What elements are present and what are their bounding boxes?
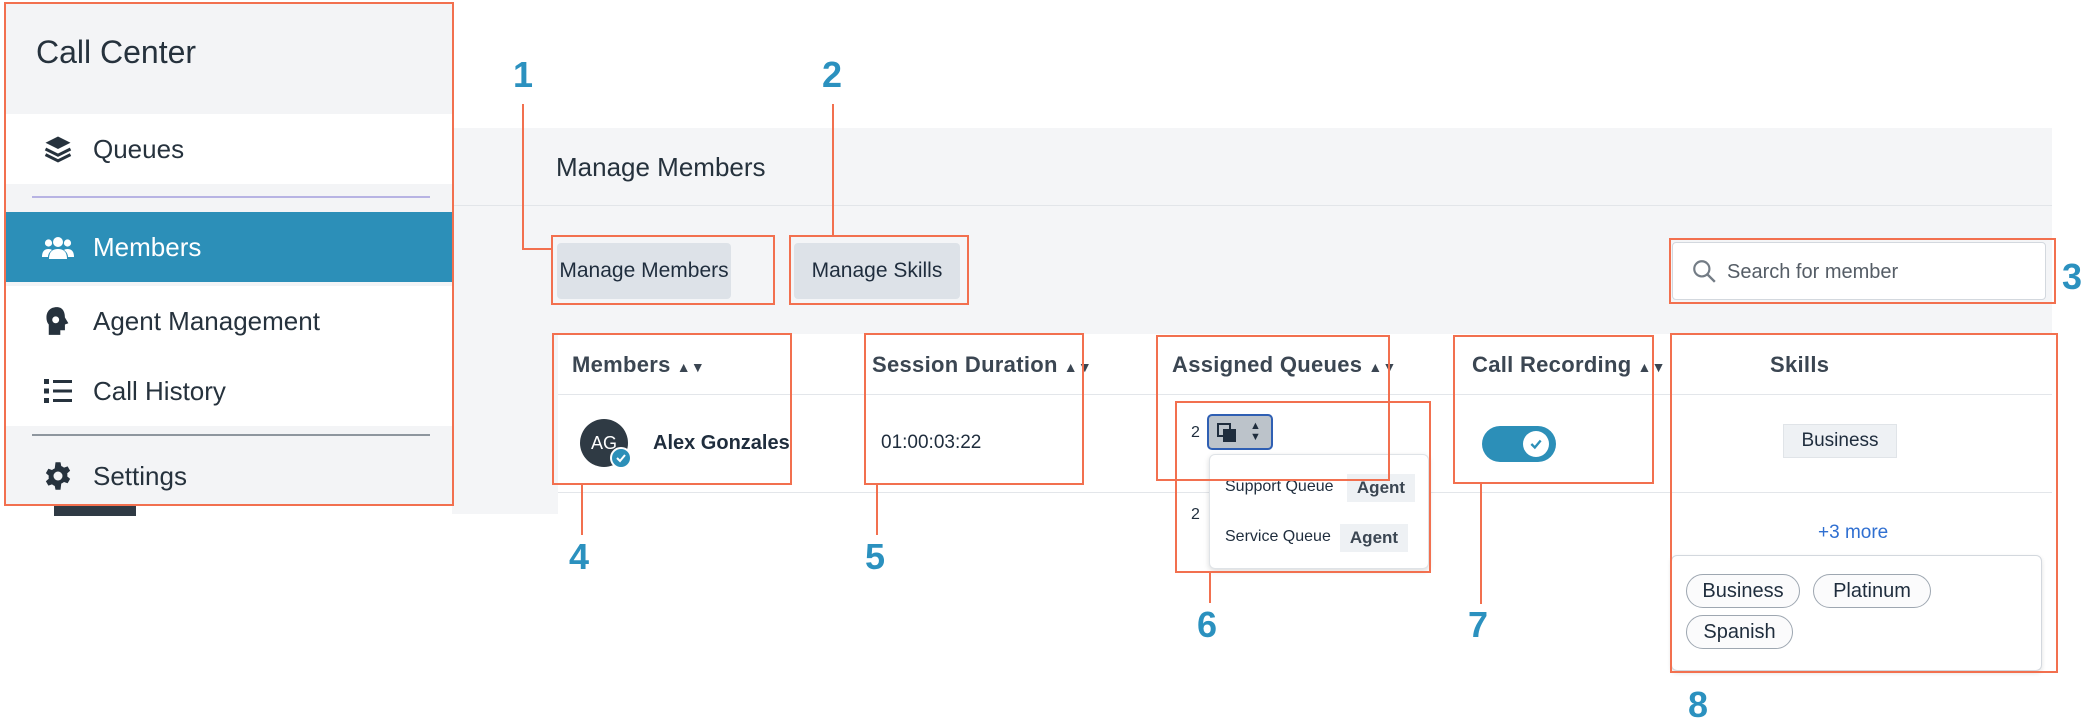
queue-count: 2 <box>1191 506 1200 523</box>
annotation-box-3 <box>1669 238 2056 304</box>
manage-members-button[interactable]: Manage Members <box>557 243 731 299</box>
skills-popover: Business Platinum Spanish <box>1671 555 2042 671</box>
queue-name: Service Queue <box>1225 528 1331 545</box>
sort-icon: ▲▼ <box>676 359 706 375</box>
column-header-label: Assigned Queues <box>1172 352 1363 377</box>
leader-line <box>522 104 524 250</box>
more-skills-link[interactable]: +3 more <box>1818 522 1889 543</box>
leader-line <box>1480 484 1482 604</box>
verified-check-icon <box>610 447 632 469</box>
manage-skills-button[interactable]: Manage Skills <box>794 243 960 299</box>
layers-icon <box>42 133 74 165</box>
sidebar-item-label: Members <box>93 231 202 262</box>
annotation-box-6a <box>1156 335 1390 481</box>
annotation-label-6: 6 <box>1197 604 1218 645</box>
annotation-label-2: 2 <box>822 54 843 95</box>
list-icon <box>42 375 74 407</box>
skill-chip: Spanish <box>1686 615 1793 649</box>
column-header-label: Session Duration <box>872 352 1058 377</box>
sort-icon: ▲▼ <box>1250 420 1261 443</box>
annotation-box-6b <box>1175 401 1431 573</box>
leader-line <box>581 485 583 535</box>
annotation-label-4: 4 <box>569 536 590 577</box>
queue-popover: Support Queue Agent Service Queue Agent <box>1209 454 1429 569</box>
column-header-label: Members <box>572 352 671 377</box>
avatar-initials: AG <box>590 432 617 453</box>
role-tag: Agent <box>1340 524 1408 552</box>
agent-head-icon <box>42 305 74 337</box>
divider <box>32 434 430 436</box>
sort-icon: ▲▼ <box>1637 359 1666 375</box>
sidebar-tab-stub <box>54 506 136 516</box>
annotation-box-1 <box>551 235 775 305</box>
column-header-skills: Skills <box>1770 352 1830 377</box>
check-icon <box>1523 431 1549 457</box>
leader-line <box>1209 573 1211 603</box>
sidebar-title: Call Center <box>36 34 197 70</box>
annotation-box-2 <box>789 235 969 305</box>
search-box[interactable] <box>1672 242 2046 300</box>
session-duration-value: 01:00:03:22 <box>881 432 982 453</box>
column-header-label: Call Recording <box>1472 352 1632 377</box>
annotation-label-3: 3 <box>2062 256 2083 297</box>
call-recording-toggle[interactable] <box>1482 426 1556 462</box>
gear-icon <box>42 460 74 492</box>
annotation-box-sidebar <box>4 2 454 506</box>
column-header-members[interactable]: Members ▲▼ <box>572 352 705 378</box>
sort-icon: ▲▼ <box>1063 359 1093 375</box>
sidebar-item-agent-management[interactable]: Agent Management <box>6 286 452 356</box>
sidebar-item-call-history[interactable]: Call History <box>6 356 452 426</box>
main-header <box>452 128 2052 206</box>
annotation-label-8: 8 <box>1688 684 1709 725</box>
sidebar-item-label: Agent Management <box>93 305 320 336</box>
queue-name: Support Queue <box>1225 478 1334 495</box>
divider <box>32 196 430 198</box>
users-icon <box>42 231 74 263</box>
sidebar-item-members[interactable]: Members <box>6 212 452 282</box>
leader-line <box>522 248 552 250</box>
annotation-label-5: 5 <box>865 536 886 577</box>
role-tag: Agent <box>1347 474 1415 502</box>
annotation-label-1: 1 <box>513 54 534 95</box>
skill-chip: Business <box>1686 574 1800 608</box>
skill-tag: Business <box>1783 424 1897 458</box>
annotation-label-7: 7 <box>1468 604 1489 645</box>
copy-icon <box>1217 423 1237 448</box>
search-input[interactable] <box>1727 255 2027 289</box>
sidebar-item-settings[interactable]: Settings <box>6 440 452 512</box>
member-name[interactable]: Alex Gonzales <box>653 432 790 454</box>
annotation-box-7 <box>1453 335 1654 484</box>
queue-popover-toggle[interactable]: ▲▼ <box>1207 414 1273 450</box>
annotation-box-5 <box>864 333 1084 485</box>
sidebar: Call Center Queues Members Agent Managem… <box>6 4 452 504</box>
column-header-session-duration[interactable]: Session Duration ▲▼ <box>872 352 1092 378</box>
queue-count: 2 <box>1191 424 1200 441</box>
sidebar-item-label: Call History <box>93 375 226 406</box>
sidebar-item-label: Settings <box>93 460 187 491</box>
search-icon <box>1691 258 1717 289</box>
skill-chip: Platinum <box>1813 574 1931 608</box>
annotation-box-8 <box>1670 333 2058 673</box>
divider <box>558 394 2052 395</box>
sidebar-item-queues[interactable]: Queues <box>6 114 452 184</box>
leader-line <box>832 104 834 236</box>
page-title: Manage Members <box>556 152 766 182</box>
annotation-box-4 <box>552 333 792 485</box>
column-header-call-recording[interactable]: Call Recording ▲▼ <box>1472 352 1666 378</box>
leader-line <box>876 485 878 535</box>
sidebar-item-label: Queues <box>93 133 185 164</box>
